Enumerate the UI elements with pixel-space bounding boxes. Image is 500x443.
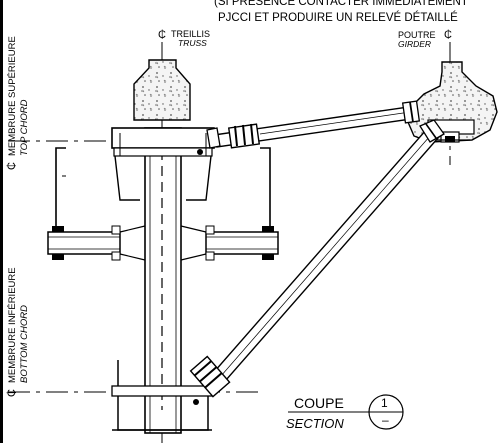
bottom-gusset-assembly [111,360,213,431]
svg-text:TREILLIS: TREILLIS [171,29,210,39]
truss-column [144,127,182,434]
upper-diagonal-strut [206,100,421,149]
svg-text:₵: ₵ [158,29,166,41]
truss-concrete-block [133,59,191,121]
svg-text:BOTTOM CHORD: BOTTOM CHORD [19,305,30,383]
svg-text:SECTION: SECTION [286,416,344,431]
svg-text:₵: ₵ [6,162,18,170]
left-crossbeam [47,225,146,261]
top-gusset-assembly [111,127,215,201]
svg-text:POUTRE: POUTRE [398,30,436,40]
svg-text:GIRDER: GIRDER [398,39,431,49]
svg-text:COUPE: COUPE [294,395,344,411]
bottom-chord-label: ₵ MEMBRURE INFÉRIEURE BOTTOM CHORD [6,267,30,397]
section-sheet: – [382,413,389,427]
svg-text:₵: ₵ [444,29,452,41]
top-chord-label: ₵ MEMBRURE SUPÉRIEURE TOP CHORD [6,36,30,170]
truss-label: ₵ TREILLIS TRUSS [158,29,210,48]
svg-text:MEMBRURE SUPÉRIEURE: MEMBRURE SUPÉRIEURE [7,36,18,156]
svg-text:TOP CHORD: TOP CHORD [19,99,30,156]
right-crossbeam [180,225,279,261]
section-tag: COUPE SECTION 1 – [286,394,404,431]
girder-label: POUTRE GIRDER ₵ [398,29,452,49]
lower-diagonal-strut [189,119,445,398]
svg-text:TRUSS: TRUSS [178,38,207,48]
note-line-1: (SI PRÉSENCE CONTACTER IMMÉDIATEMENT [214,0,468,8]
svg-text:MEMBRURE INFÉRIEURE: MEMBRURE INFÉRIEURE [7,267,18,383]
section-number: 1 [381,396,388,410]
note-line-2: PJCCI ET PRODUIRE UN RELEVÉ DÉTAILLÉ [218,11,458,24]
girder-bolt-block [445,136,455,142]
svg-text:₵: ₵ [6,389,18,397]
